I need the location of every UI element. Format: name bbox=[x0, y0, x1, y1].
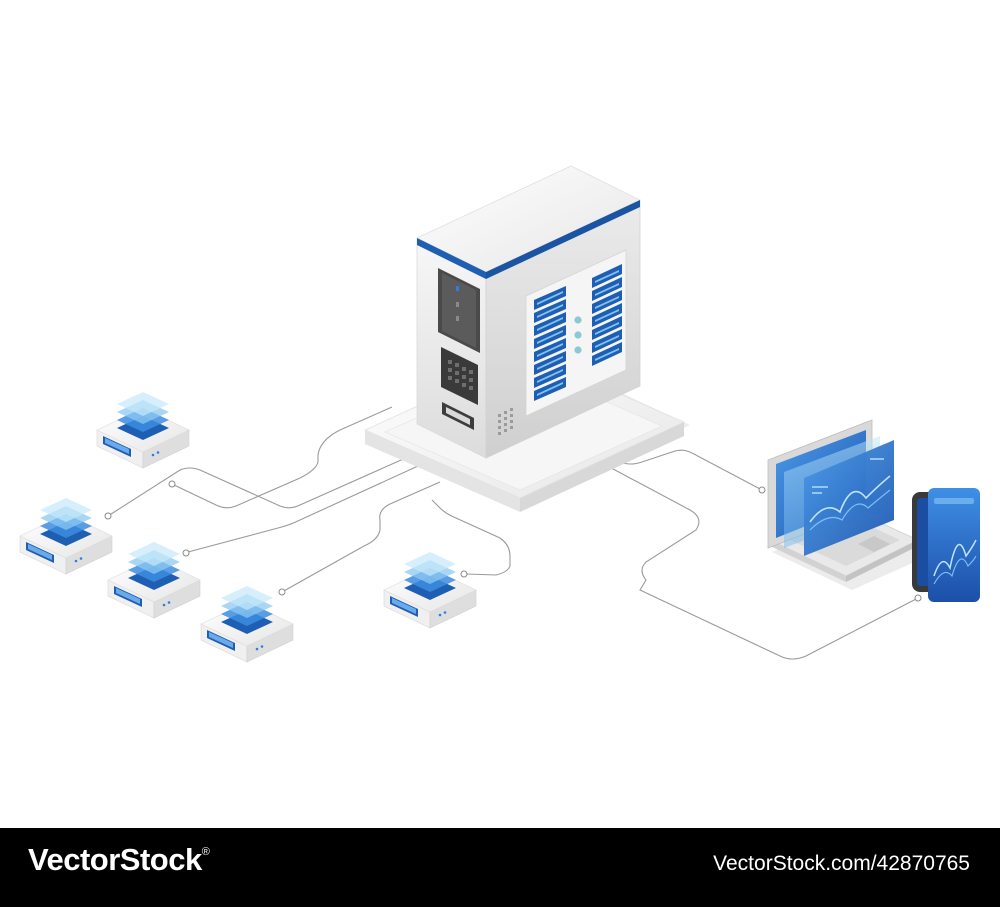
cable-endpoints bbox=[104, 480, 922, 602]
laptop-trackpad bbox=[858, 536, 890, 552]
server-platform-side-right bbox=[520, 422, 684, 512]
cable-to-phone bbox=[599, 461, 919, 660]
server-platform-side-left bbox=[365, 430, 520, 512]
smartphone-icon bbox=[912, 488, 980, 602]
phone-chart-wave bbox=[933, 539, 977, 577]
phone-screen-panel bbox=[928, 488, 980, 602]
laptop-chart-wave bbox=[809, 475, 891, 523]
cable-to-node-3 bbox=[187, 465, 419, 553]
cable-to-node-1 bbox=[171, 406, 393, 509]
network-node-4 bbox=[200, 585, 294, 663]
network-diagram bbox=[19, 165, 980, 663]
cable-to-node-2 bbox=[107, 455, 411, 517]
laptop-icon bbox=[767, 419, 928, 590]
laptop-dashboard-panel bbox=[804, 440, 894, 556]
server-blue-stripe bbox=[417, 238, 486, 279]
image-credit: VectorStock.com/42870765 bbox=[713, 852, 970, 875]
network-node-1 bbox=[96, 391, 190, 469]
cable-to-node-4 bbox=[281, 481, 441, 593]
network-node-2 bbox=[19, 497, 113, 575]
network-node-5 bbox=[383, 551, 477, 629]
registered-mark: ® bbox=[201, 846, 210, 858]
central-server bbox=[364, 165, 690, 512]
watermark-footer: VectorStock® VectorStock.com/42870765 bbox=[0, 828, 1000, 907]
cable-to-node-5 bbox=[431, 499, 511, 576]
brand-name: VectorStock bbox=[28, 842, 202, 877]
brand-logo: VectorStock® bbox=[28, 842, 210, 878]
